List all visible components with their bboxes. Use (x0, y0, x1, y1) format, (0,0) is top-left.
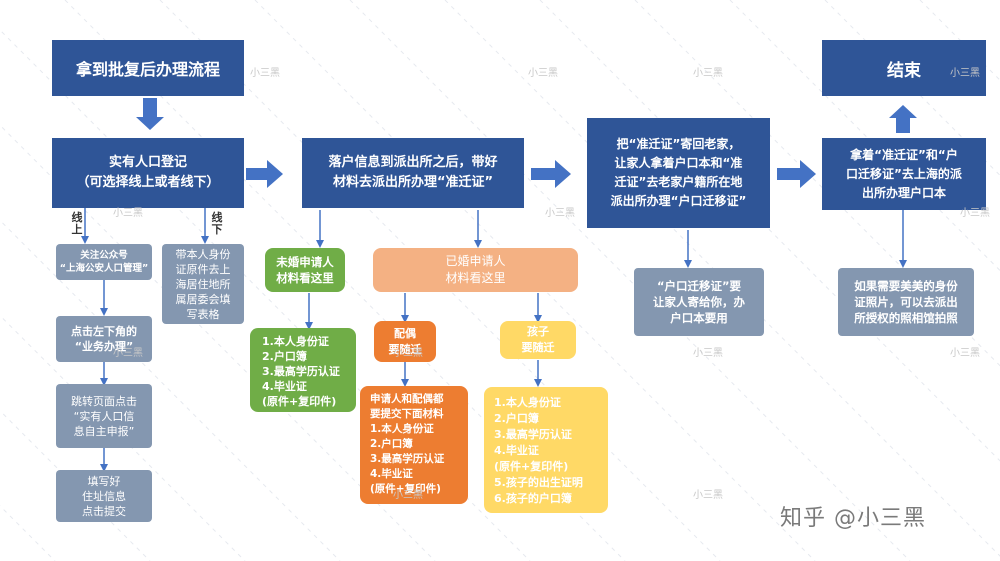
watermark-line (349, 0, 911, 561)
online-step-submit: 填写好 住址信息 点击提交 (56, 470, 152, 522)
watermark-line (0, 124, 436, 561)
watermark-small: 小三黑 (693, 68, 723, 79)
watermark-small: 小三黑 (693, 490, 723, 501)
online-label: 线 上 (71, 211, 83, 236)
watermark-small: 小三黑 (693, 348, 723, 359)
block-arrow-right (531, 160, 571, 188)
step-send-permit-home: 把“准迁证”寄回老家， 让家人拿着户口本和“准 迁证”去老家户籍所在地 派出所办… (587, 118, 770, 228)
watermark-small: 小三黑 (950, 348, 980, 359)
watermark-small: 小三黑 (393, 490, 423, 501)
watermark-line (0, 410, 151, 561)
watermark-small: 小三黑 (950, 68, 980, 79)
step3-note: “户口迁移证”要 让家人寄给你，办 户口本要用 (634, 268, 764, 336)
watermark-small: 小三黑 (250, 68, 280, 79)
block-arrow-right (777, 160, 816, 188)
watermark-small: 小三黑 (960, 208, 990, 219)
unmarried-header: 未婚申请人 材料看这里 (265, 248, 345, 292)
watermark-line (539, 0, 1000, 462)
unmarried-materials: 1.本人身份证 2.户口簿 3.最高学历认证 4.毕业证 (原件+复印件) (250, 328, 356, 412)
watermark-small: 小三黑 (393, 348, 423, 359)
offline-note: 带本人身份 证原件去上 海居住地所 属居委会填 写表格 (162, 244, 244, 324)
spouse-materials: 申请人和配偶都 要提交下面材料 1.本人身份证 2.户口簿 3.最高学历认证 4… (360, 386, 468, 504)
step-household-book: 拿着“准迁证”和“户 口迁移证”去上海的派 出所办理户口本 (822, 138, 986, 210)
watermark-line (0, 219, 341, 561)
watermark-line (0, 314, 246, 561)
block-arrow-up (889, 105, 917, 133)
online-step-self-report: 跳转页面点击 “实有人口信 息自主申报” (56, 384, 152, 448)
block-arrow-right (246, 160, 283, 188)
zhihu-watermark: 知乎 @小三黑 (780, 506, 926, 531)
child-header: 孩子 要随迁 (500, 321, 576, 359)
watermark-small: 小三黑 (113, 208, 143, 219)
child-materials: 1.本人身份证 2.户口簿 3.最高学历认证 4.毕业证 (原件+复印件) 5.… (484, 387, 608, 513)
married-header: 已婚申请人 材料看这里 (373, 248, 578, 292)
step-migration-permit: 落户信息到派出所之后，带好 材料去派出所办理“准迁证” (302, 138, 524, 208)
spouse-header: 配偶 要随迁 (374, 321, 436, 362)
step-population-registration: 实有人口登记 （可选择线上或者线下） (52, 138, 244, 208)
end-box: 结束 (822, 40, 986, 96)
watermark-small: 小三黑 (113, 348, 143, 359)
step4-note: 如果需要美美的身份 证照片，可以去派出 所授权的照相馆拍照 (838, 268, 974, 336)
watermark-small: 小三黑 (528, 68, 558, 79)
online-step-business: 点击左下角的 “业务办理” (56, 316, 152, 362)
watermark-small: 小三黑 (545, 208, 575, 219)
offline-label: 线 下 (211, 211, 223, 236)
online-step-follow-account: 关注公众号 “上海公安人口管理” (56, 244, 152, 280)
block-arrow-down (136, 98, 164, 130)
page-title: 拿到批复后办理流程 (52, 40, 244, 96)
